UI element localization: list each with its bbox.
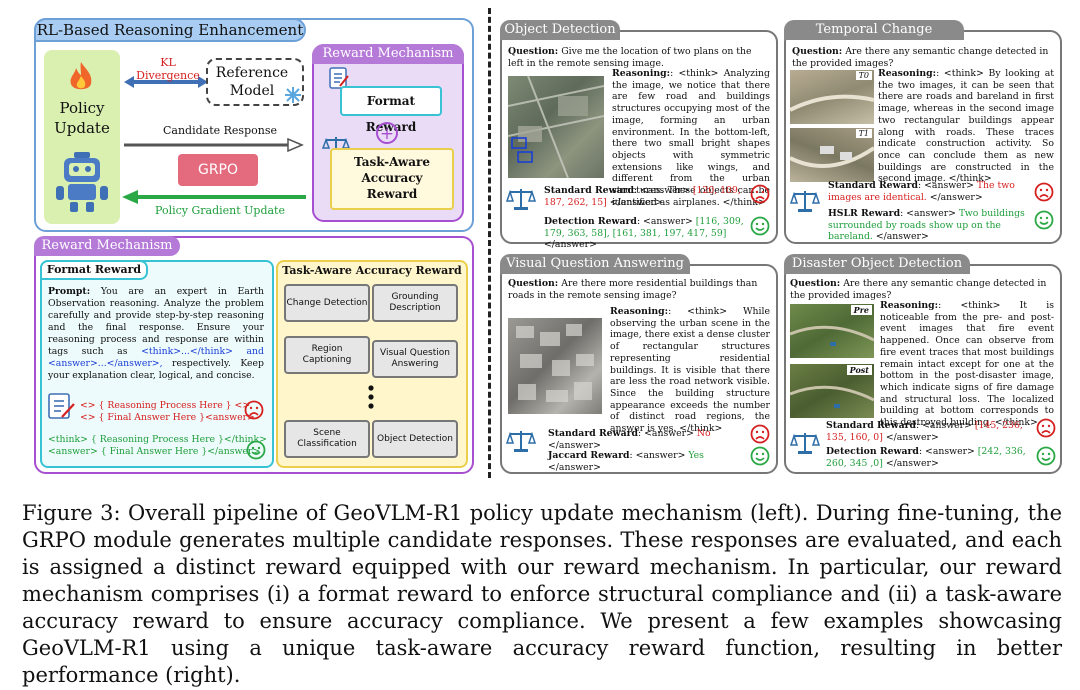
bad-format-line-1: <> { Reasoning Process Here } <> — [80, 400, 251, 411]
sad-face-icon — [244, 400, 264, 420]
dis-question: Question: Are there any semantic change … — [790, 278, 1047, 301]
t1-image: T1 — [790, 128, 874, 182]
vqa-question: Question: Are there more residential bui… — [508, 278, 758, 301]
t1-label: T1 — [855, 129, 872, 138]
post-event-image: Post — [790, 364, 874, 418]
good-format-line-2: <answer> { Final Answer Here }</answer> — [48, 446, 261, 457]
format-reward-title: Format Reward — [40, 260, 148, 280]
airport-image — [508, 76, 604, 178]
task-region-captioning: Region Captioning — [284, 336, 370, 374]
tc-standard-reward: Standard Reward: <answer> The two images… — [828, 180, 1015, 203]
grpo-block: GRPO — [178, 154, 258, 186]
reward-mechanism-mini-title: Reward Mechanism — [312, 44, 464, 64]
policy-gradient-arrow — [122, 190, 306, 204]
sad-face-icon — [750, 424, 770, 444]
reference-model-box — [206, 58, 304, 106]
ellipsis-icon — [368, 385, 374, 409]
task-aware-title: Task-Aware Accuracy Reward — [282, 264, 462, 277]
kl-divergence-arrow — [124, 76, 208, 88]
pre-label: Pre — [850, 305, 872, 315]
good-format-line-1: <think> { Reasoning Process Here }</thin… — [48, 434, 267, 445]
dis-detection-reward: Detection Reward: <answer> [242, 336, 26… — [826, 446, 1026, 469]
od-reasoning: Reasoning:: <think> Analyzing the image,… — [612, 68, 770, 208]
prompt-text: Prompt: You are an expert in Earth Obser… — [48, 286, 264, 382]
checklist-icon — [48, 393, 75, 419]
format-reward-panel — [40, 260, 274, 468]
task-scene-classification: Scene Classification — [284, 420, 370, 458]
sad-face-icon — [1034, 182, 1054, 202]
t0-label: T0 — [855, 71, 872, 80]
balance-scale-icon — [506, 189, 536, 210]
od-standard-reward: Standard Reward: <answer> [120, 109, 187… — [544, 185, 741, 208]
figure-caption: Figure 3: Overall pipeline of GeoVLM-R1 … — [22, 501, 1062, 687]
od-detection-reward: Detection Reward: <answer> [116, 309, 17… — [544, 216, 744, 250]
sad-face-icon — [1036, 418, 1056, 438]
candidate-response-label: Candidate Response — [163, 124, 277, 137]
pre-event-image: Pre — [790, 304, 874, 358]
t0-image: T0 — [790, 70, 874, 124]
balance-scale-icon — [506, 431, 536, 452]
vqa-reasoning: Reasoning:: <think> While observing the … — [610, 306, 770, 435]
kl-divergence-label: KL Divergence — [136, 56, 200, 82]
balance-scale-icon — [790, 433, 820, 454]
urban-image — [508, 318, 602, 414]
fire-icon — [70, 62, 92, 90]
post-label: Post — [846, 365, 872, 375]
prompt-label: Prompt: — [48, 286, 91, 297]
snowflake-icon — [285, 87, 301, 103]
tc-reasoning: Reasoning:: <think> By looking at the tw… — [878, 68, 1054, 185]
prompt-end: respectively. Keep your explanation clea… — [48, 358, 264, 381]
candidate-response-arrow — [124, 138, 304, 152]
prompt-tags: <think>...</think> and <answer>...</answ… — [48, 346, 264, 369]
task-aware-reward-mini: Task-Aware Accuracy Reward — [330, 148, 454, 210]
bad-format-line-2: <> { Final Answer Here }<answer> — [80, 412, 255, 423]
happy-face-icon — [1034, 210, 1054, 230]
happy-face-icon — [750, 446, 770, 466]
disaster-title: Disaster Object Detection — [784, 254, 970, 274]
vqa-standard-reward: Standard Reward: <answer> No </answer> — [548, 428, 711, 451]
task-change-detection: Change Detection — [284, 284, 370, 322]
task-grounding-description: Grounding Description — [372, 284, 458, 322]
task-object-detection: Object Detection — [372, 420, 458, 458]
robot-icon — [56, 152, 108, 212]
dis-reasoning: Reasoning:: <think> It is noticeable fro… — [880, 300, 1054, 429]
prompt-body: You are an expert in Earth Observation r… — [48, 286, 264, 357]
sad-face-icon — [750, 184, 770, 204]
happy-face-icon — [1036, 446, 1056, 466]
disaster-card — [784, 264, 1062, 474]
od-question: Question: Give me the location of two pl… — [508, 46, 752, 69]
reward-mechanism-title: Reward Mechanism — [34, 236, 180, 256]
dis-standard-reward: Standard Reward: <answer> [145, 236, 135… — [826, 420, 1023, 443]
format-reward-mini: Format Reward — [340, 86, 442, 134]
vqa-jaccard-reward: Jaccard Reward: <answer> Yes </answer> — [548, 450, 704, 473]
happy-face-icon — [246, 440, 266, 460]
policy-gradient-label: Policy Gradient Update — [154, 204, 285, 217]
tc-question: Question: Are there any semantic change … — [792, 46, 1049, 69]
task-visual-question-answering: Visual Question Answering — [372, 340, 458, 378]
checklist-icon — [329, 67, 349, 89]
plus-icon: + — [376, 122, 398, 144]
reference-model-label: Reference Model — [215, 65, 289, 99]
happy-face-icon — [750, 216, 770, 236]
rl-panel-title: RL-Based Reasoning Enhancement — [34, 18, 306, 42]
temporal-change-title: Temporal Change Detection — [784, 20, 964, 57]
object-detection-title: Object Detection — [500, 20, 620, 40]
tc-hslr-reward: HSLR Reward: <answer> Two buildings surr… — [828, 208, 1025, 242]
panel-divider — [488, 8, 491, 478]
vqa-title: Visual Question Answering — [500, 254, 690, 274]
policy-update-label: Policy Update — [54, 99, 110, 137]
balance-scale-icon — [790, 191, 820, 212]
